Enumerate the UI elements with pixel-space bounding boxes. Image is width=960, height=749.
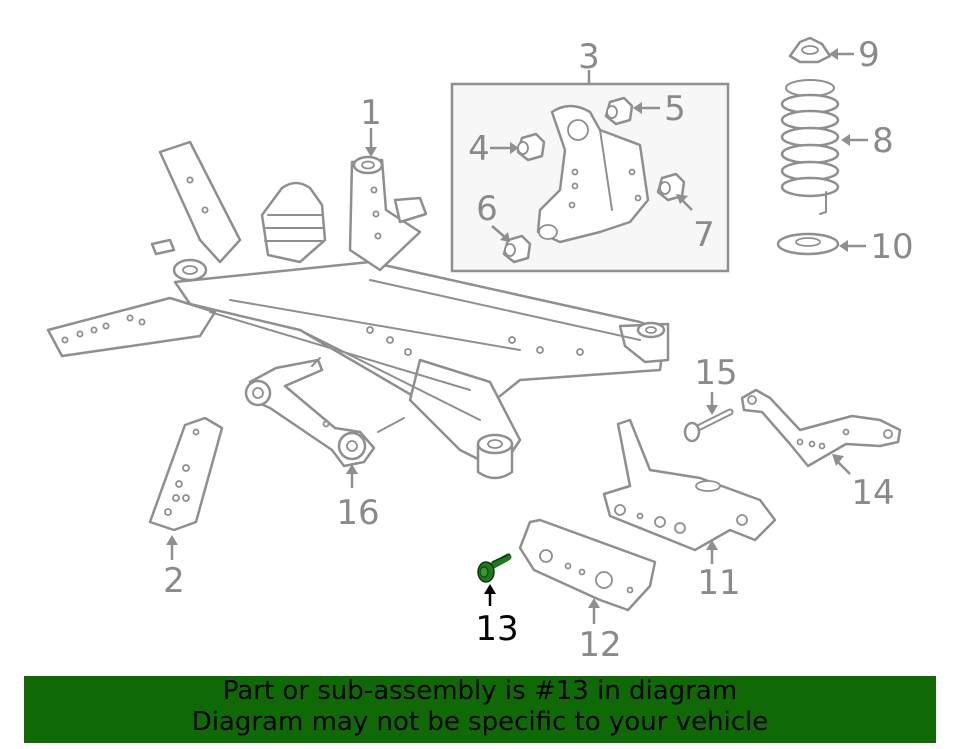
part-3-knuckle-box[interactable]: [450, 82, 730, 273]
callout-3[interactable]: 3: [578, 37, 600, 77]
callout-14[interactable]: 14: [851, 473, 894, 513]
part-13-bolt[interactable]: [477, 553, 512, 583]
callout-6[interactable]: 6: [476, 189, 498, 229]
callout-5[interactable]: 5: [664, 89, 686, 129]
callout-7[interactable]: 7: [693, 215, 715, 255]
callout-labels: 1 2 3 4 5 6 7 8 9 10 11 12 13 14 15 16: [163, 35, 913, 665]
part-15-bolt[interactable]: [683, 408, 734, 443]
callout-4[interactable]: 4: [468, 129, 490, 169]
part-16-toe-link[interactable]: [244, 357, 405, 468]
part-8-coil-spring[interactable]: [780, 79, 840, 215]
part-5-bushing[interactable]: [604, 96, 634, 126]
callout-10[interactable]: 10: [870, 227, 913, 267]
part-6-bushing[interactable]: [502, 234, 532, 264]
part-10-spring-seat[interactable]: [776, 232, 840, 256]
leader-lines: [166, 48, 868, 624]
callout-2[interactable]: 2: [163, 561, 185, 601]
callout-8[interactable]: 8: [872, 121, 894, 161]
info-banner: Part or sub-assembly is #13 in diagram D…: [24, 676, 936, 743]
banner-line-disclaimer: Diagram may not be specific to your vehi…: [191, 707, 769, 737]
part-1-subframe[interactable]: [46, 140, 670, 480]
part-11-lower-arm[interactable]: [602, 418, 777, 552]
callout-13[interactable]: 13: [475, 609, 518, 649]
part-4-bushing[interactable]: [516, 132, 546, 162]
callout-1[interactable]: 1: [360, 93, 382, 133]
callout-11[interactable]: 11: [697, 563, 740, 603]
callout-15[interactable]: 15: [694, 353, 737, 393]
part-2-plate[interactable]: [148, 416, 224, 532]
callout-9[interactable]: 9: [858, 35, 880, 75]
part-14-upper-arm[interactable]: [740, 388, 902, 468]
part-7-bushing[interactable]: [656, 172, 686, 202]
callout-16[interactable]: 16: [336, 493, 379, 533]
part-9-insulator[interactable]: [788, 36, 832, 64]
part-12-reinforcement[interactable]: [518, 518, 657, 612]
parts-diagram: 1 2 3 4 5 6 7 8 9 10 11 12 13 14 15 16: [46, 35, 914, 665]
banner-line-part: Part or sub-assembly is #13 in diagram: [222, 676, 738, 706]
callout-12[interactable]: 12: [578, 625, 621, 665]
